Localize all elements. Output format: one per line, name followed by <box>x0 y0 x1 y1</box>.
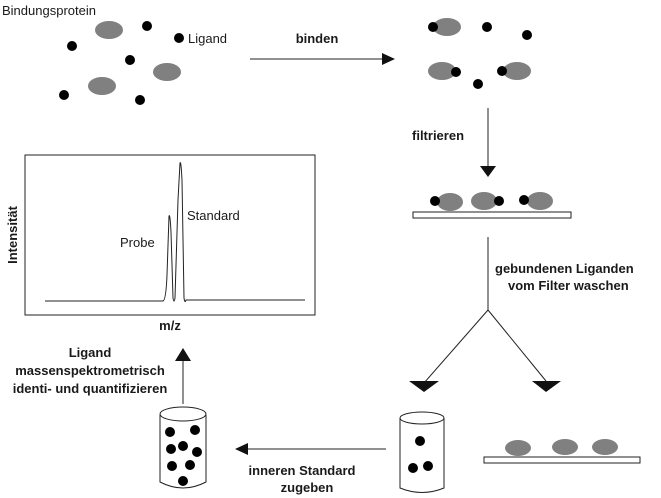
protein-2 <box>88 77 116 95</box>
arrow-filtrieren: filtrieren <box>412 108 496 177</box>
ligand-legend-icon <box>174 33 184 43</box>
filter <box>483 456 641 464</box>
ms-label-1: Ligand <box>69 345 112 360</box>
ligand-icon <box>473 79 483 89</box>
ligand-icon <box>142 21 152 31</box>
waschen-label-2: vom Filter waschen <box>508 278 629 293</box>
free-mixture: Bindungsprotein Ligand <box>2 3 227 105</box>
ligand-icon <box>59 90 69 100</box>
bound-mixture <box>428 18 532 89</box>
filtrieren-label: filtrieren <box>412 128 464 143</box>
sample-vial <box>159 406 207 489</box>
mass-spectrum: Probe Standard m/z Intensität <box>5 154 316 333</box>
protein <box>433 18 461 36</box>
binden-label: binden <box>296 31 339 46</box>
bindungsprotein-label: Bindungsprotein <box>2 3 96 18</box>
peak-standard-label: Standard <box>187 208 240 223</box>
ligand-icon <box>482 22 492 32</box>
protein <box>503 62 531 80</box>
washed-filter <box>483 439 641 464</box>
filter-with-complexes <box>412 192 572 219</box>
arrow-ms: Ligand massenspektrometrisch identi- und… <box>13 345 191 404</box>
ligand-icon <box>497 66 507 76</box>
y-axis-label: Intensität <box>5 205 20 263</box>
arrow-standard: inneren Standard zugeben <box>235 443 386 495</box>
protein-1 <box>95 21 123 39</box>
arrow-waschen: gebundenen Liganden vom Filter waschen <box>409 237 634 392</box>
arrow-binden: binden <box>250 31 395 65</box>
protein-3 <box>153 63 181 81</box>
protein <box>428 62 456 80</box>
peak-probe-label: Probe <box>120 235 155 250</box>
ligand-icon <box>428 22 438 32</box>
filter <box>412 211 572 219</box>
spectrum-trace <box>45 162 305 303</box>
waschen-label-1: gebundenen Liganden <box>495 261 634 276</box>
spectrum-frame <box>24 154 316 316</box>
ms-label-2: massenspektrometrisch <box>15 363 165 378</box>
ms-label-3: identi- und quantifizieren <box>13 381 168 396</box>
ligand-icon <box>451 67 461 77</box>
ligand-label: Ligand <box>188 31 227 46</box>
standard-label-1: inneren Standard <box>249 463 356 478</box>
eluate-vial <box>399 411 445 493</box>
standard-label-2: zugeben <box>281 480 334 495</box>
x-axis-label: m/z <box>159 318 181 333</box>
ligand-icon <box>522 30 532 40</box>
ligand-icon <box>125 55 135 65</box>
ligand-icon <box>135 95 145 105</box>
ligand-icon <box>67 41 77 51</box>
